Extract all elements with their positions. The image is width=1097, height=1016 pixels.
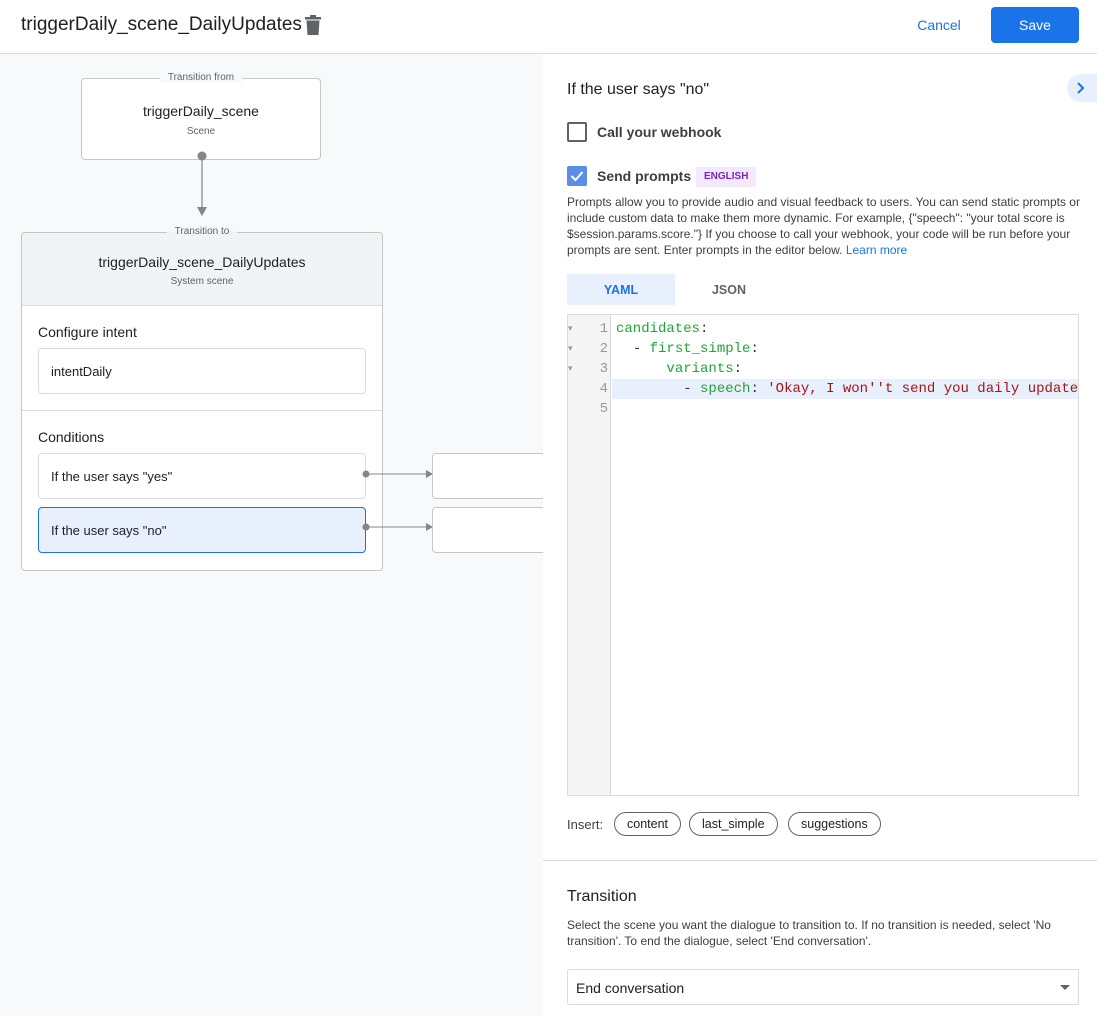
code-colon: :: [750, 381, 768, 397]
code-key: speech: [700, 381, 751, 397]
tab-json[interactable]: JSON: [711, 283, 747, 297]
line-number: ▾2: [568, 339, 608, 359]
transition-select-value: End conversation: [576, 980, 685, 996]
insert-chip-suggestions[interactable]: suggestions: [788, 812, 881, 836]
fold-icon[interactable]: ▾: [568, 344, 573, 354]
dropdown-arrow-icon: [1060, 985, 1070, 990]
code-line: - speech: 'Okay, I won''t send you daily…: [616, 379, 1078, 399]
configure-intent-label: Configure intent: [38, 324, 137, 340]
active-line-highlight: [612, 379, 1078, 399]
transition-from-legend: Transition from: [159, 72, 243, 83]
code-key: variants: [666, 361, 734, 377]
insert-chip-content[interactable]: content: [614, 812, 682, 836]
line-number-text: 4: [599, 381, 608, 397]
description-text: Prompts allow you to provide audio and v…: [567, 195, 1080, 257]
line-number: ▾1: [568, 319, 608, 339]
conditions-label: Conditions: [38, 429, 105, 445]
chevron-right-icon: [1077, 82, 1085, 94]
code-indent: [616, 381, 683, 397]
fold-icon[interactable]: ▾: [568, 324, 573, 334]
from-scene-type: Scene: [186, 126, 216, 137]
insert-chip-last-simple[interactable]: last_simple: [689, 812, 778, 836]
code-line: candidates:: [616, 319, 1078, 339]
code-line: variants:: [616, 359, 1078, 379]
fold-icon[interactable]: ▾: [568, 364, 573, 374]
code-indent: [616, 361, 666, 377]
insert-label: Insert:: [567, 817, 604, 832]
code-colon: :: [750, 341, 759, 357]
webhook-checkbox[interactable]: [567, 122, 587, 142]
send-prompts-label: Send prompts: [597, 168, 692, 184]
code-dash: -: [632, 341, 650, 357]
tab-yaml[interactable]: YAML: [567, 274, 675, 305]
transition-description: Select the scene you want the dialogue t…: [567, 918, 1051, 948]
divider: [543, 860, 1097, 861]
code-key: first_simple: [649, 341, 751, 357]
to-scene-name: triggerDaily_scene_DailyUpdates: [98, 254, 306, 270]
code-line: [616, 399, 1078, 419]
cancel-button[interactable]: Cancel: [900, 8, 978, 42]
transition-title: Transition: [567, 888, 637, 905]
divider: [22, 410, 382, 411]
learn-more-link[interactable]: Learn more: [845, 243, 908, 257]
line-number-text: 1: [599, 321, 608, 337]
to-scene-type: System scene: [170, 276, 234, 287]
save-button[interactable]: Save: [991, 7, 1079, 43]
condition-no[interactable]: If the user says "no": [38, 507, 366, 553]
transition-from-node[interactable]: Transition from triggerDaily_scene Scene: [81, 72, 321, 160]
code-colon: :: [700, 321, 709, 337]
line-number-text: 5: [599, 401, 608, 417]
intent-field[interactable]: intentDaily: [38, 348, 366, 394]
check-icon: [570, 171, 584, 182]
from-scene-name: triggerDaily_scene: [143, 103, 259, 119]
line-number-text: 3: [599, 361, 608, 377]
yes-target-node[interactable]: [432, 453, 543, 499]
code-key: candidates: [616, 321, 701, 337]
condition-yes[interactable]: If the user says "yes": [38, 453, 366, 499]
prompts-description: Prompts allow you to provide audio and v…: [567, 194, 1082, 258]
transition-to-legend: Transition to: [166, 226, 238, 237]
line-number: 4: [568, 379, 608, 399]
line-number-text: 2: [599, 341, 608, 357]
flow-canvas[interactable]: Transition from triggerDaily_scene Scene…: [0, 54, 543, 1016]
editor-gutter: [568, 315, 611, 795]
transition-connector: [197, 151, 207, 216]
condition-connectors: [362, 470, 433, 531]
panel-title: If the user says "no": [567, 81, 710, 98]
collapse-panel-button[interactable]: [1067, 74, 1097, 102]
page-title: triggerDaily_scene_DailyUpdates: [21, 14, 302, 35]
code-colon: :: [733, 361, 743, 377]
code-indent: [616, 341, 633, 357]
line-number: 5: [568, 399, 608, 419]
line-number: ▾3: [568, 359, 608, 379]
delete-icon[interactable]: [305, 15, 321, 35]
code-value: 'Okay, I won''t send you daily update: [767, 381, 1079, 397]
detail-panel: If the user says "no" Call your webhook …: [543, 54, 1097, 1016]
transition-select[interactable]: End conversation: [567, 969, 1079, 1005]
send-prompts-checkbox[interactable]: [567, 166, 587, 186]
language-badge: ENGLISH: [696, 167, 757, 187]
no-target-node[interactable]: [432, 507, 543, 553]
webhook-label: Call your webhook: [597, 124, 722, 140]
code-dash: -: [683, 381, 701, 397]
header: triggerDaily_scene_DailyUpdates Cancel S…: [0, 0, 1097, 54]
code-line: - first_simple:: [616, 339, 1078, 359]
transition-to-node: Transition to triggerDaily_scene_DailyUp…: [21, 226, 383, 571]
